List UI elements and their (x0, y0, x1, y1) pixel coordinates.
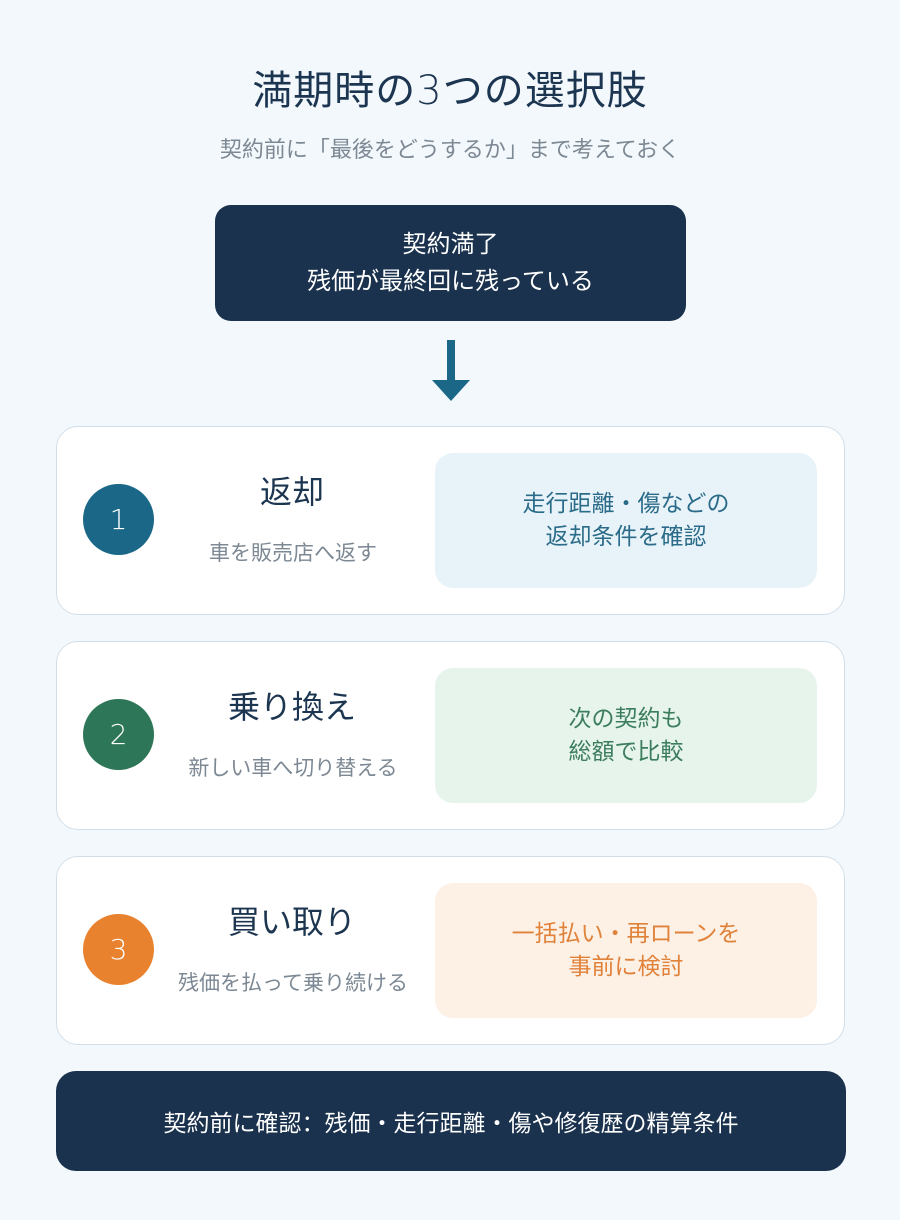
arrow-down-icon (432, 340, 470, 401)
bottom-checklist-bar: 契約前に確認：残価・走行距離・傷や修復歴の精算条件 (56, 1071, 846, 1171)
option-card-buyout: 3 買い取り 残価を払って乗り続ける 一括払い・再ローンを 事前に検討 (56, 856, 845, 1045)
contract-end-box: 契約満了 残価が最終回に残っている (215, 205, 686, 321)
option-title: 乗り換え (227, 688, 356, 726)
option-note-line: 次の契約も (568, 705, 684, 732)
option-number-badge: 3 (83, 914, 154, 985)
residual-value-label: 残価が最終回に残っている (307, 267, 594, 295)
option-note: 次の契約も 総額で比較 (435, 668, 817, 803)
page-title: 満期時の3つの選択肢 (252, 68, 648, 114)
option-note: 一括払い・再ローンを 事前に検討 (435, 883, 817, 1018)
option-title: 返却 (259, 473, 324, 511)
option-note-line: 事前に検討 (568, 953, 684, 980)
option-number-badge: 2 (83, 699, 154, 770)
option-note-line: 走行距離・傷などの (522, 490, 730, 517)
contract-end-label: 契約満了 (402, 230, 499, 258)
option-title: 買い取り (227, 903, 356, 941)
option-note-line: 一括払い・再ローンを (511, 920, 741, 947)
option-card-return: 1 返却 車を販売店へ返す 走行距離・傷などの 返却条件を確認 (56, 426, 845, 615)
option-note-line: 返却条件を確認 (545, 523, 707, 550)
option-description: 新しい車へ切り替える (188, 756, 398, 780)
option-description: 残価を払って乗り続ける (178, 971, 408, 995)
option-card-switch: 2 乗り換え 新しい車へ切り替える 次の契約も 総額で比較 (56, 641, 845, 830)
option-note-line: 総額で比較 (568, 738, 684, 765)
option-description: 車を販売店へ返す (209, 541, 377, 565)
option-number-badge: 1 (83, 484, 154, 555)
page-subtitle: 契約前に「最後をどうするか」まで考えておく (219, 138, 681, 163)
option-note: 走行距離・傷などの 返却条件を確認 (435, 453, 817, 588)
